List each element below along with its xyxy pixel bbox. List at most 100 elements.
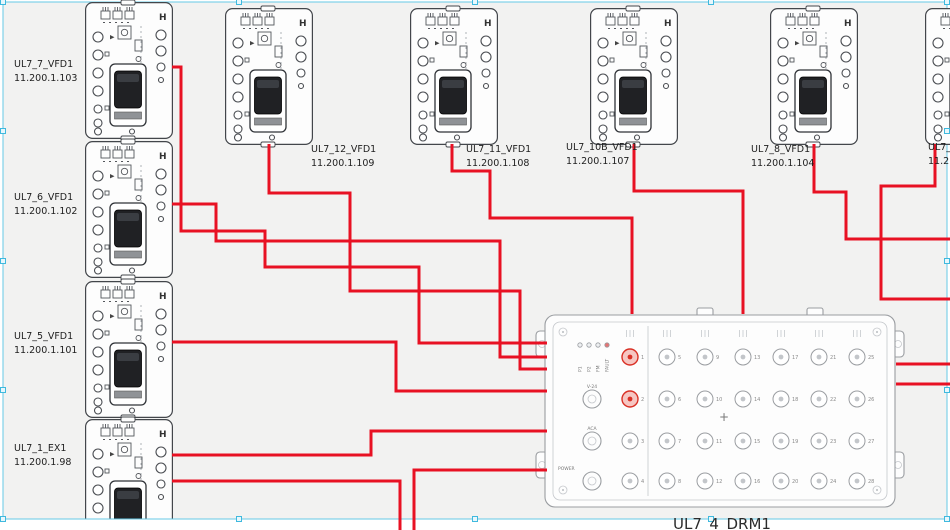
drm-port-16[interactable]: 16 — [734, 472, 760, 490]
selection-handle[interactable] — [0, 0, 6, 5]
drm-port-17[interactable]: 17 — [772, 348, 798, 366]
drm-port-1[interactable]: 1 — [621, 348, 644, 366]
drm-port-23[interactable]: 23 — [810, 432, 836, 450]
connection-ul7_6-to-drm[interactable] — [172, 202, 547, 359]
drm-port-10[interactable]: 10 — [696, 390, 722, 408]
drm-port-25[interactable]: 25 — [848, 348, 874, 366]
device-ip: 11.200.1.101 — [14, 345, 77, 356]
device-name: UL7_8_VFD1 — [751, 144, 810, 155]
connection-ul7_1-to-bottom[interactable] — [172, 479, 402, 530]
drm-label[interactable]: UL7_4_DRM1 — [673, 515, 771, 530]
device-ul7_11_vfd1[interactable] — [409, 5, 499, 148]
drm-port-3[interactable]: 3 — [621, 432, 644, 450]
selection-handle[interactable] — [236, 516, 242, 522]
selection-handle[interactable] — [472, 0, 478, 5]
port-number: 19 — [792, 439, 798, 445]
port-number: 7 — [678, 439, 681, 445]
device-ip: 11.200.1.104 — [751, 158, 814, 169]
selection-handle[interactable] — [944, 387, 950, 393]
led-label: P2 — [587, 366, 593, 372]
port-number: 1 — [641, 355, 644, 361]
drm-port-20[interactable]: 20 — [772, 472, 798, 490]
drm-port-28[interactable]: 28 — [848, 472, 874, 490]
device-ul7_8_vfd1[interactable] — [769, 5, 859, 148]
drm-port-11[interactable]: 11 — [696, 432, 722, 450]
drm-port-9[interactable]: 9 — [696, 348, 719, 366]
port-number: 28 — [868, 479, 874, 485]
connection-ul7_7-to-drm[interactable] — [172, 65, 547, 345]
drm-port-15[interactable]: 15 — [734, 432, 760, 450]
port-number: 4 — [641, 479, 644, 485]
selection-handle[interactable] — [944, 258, 950, 264]
selection-handle[interactable] — [0, 516, 6, 522]
selection-handle[interactable] — [0, 387, 6, 393]
device-ul7_5_vfd1[interactable] — [84, 278, 174, 421]
drm-port-14[interactable]: 14 — [734, 390, 760, 408]
selection-handle[interactable] — [944, 128, 950, 134]
connection-ul7_12-to-drm[interactable] — [267, 144, 547, 371]
selection-handle[interactable] — [472, 516, 478, 522]
device-ip: 11.200.1.98 — [14, 457, 71, 468]
port-number: 17 — [792, 355, 798, 361]
selection-handle[interactable] — [944, 0, 950, 5]
device-ul7_1_ex1[interactable] — [84, 416, 174, 530]
connection-ul7_10b-to-drm[interactable] — [632, 144, 745, 314]
device-ip: 11.200.1.103 — [14, 73, 77, 84]
device-ul7_6_vfd1[interactable] — [84, 138, 174, 281]
selection-handle[interactable] — [236, 0, 242, 5]
connection-ul7_1-to-drm[interactable] — [172, 429, 547, 457]
connection-drm-to-bottom[interactable] — [412, 468, 547, 530]
aca-port[interactable]: ACA — [582, 426, 602, 451]
selection-handle[interactable] — [944, 516, 950, 522]
drm-port-24[interactable]: 24 — [810, 472, 836, 490]
device-ip: 11.200.1.107 — [566, 156, 629, 167]
led-label: FM — [596, 365, 602, 372]
device-ul7_12_vfd1[interactable] — [224, 5, 314, 148]
led-p2 — [586, 342, 592, 348]
device-label-ul7_[interactable]: UL7_11.2 — [928, 142, 950, 167]
drm-port-22[interactable]: 22 — [810, 390, 836, 408]
device-ip: 11.2 — [928, 156, 949, 167]
drm-port-8[interactable]: 8 — [658, 472, 681, 490]
drm-port-27[interactable]: 27 — [848, 432, 874, 450]
drm-port-7[interactable]: 7 — [658, 432, 681, 450]
drm-port-21[interactable]: 21 — [810, 348, 836, 366]
selection-handle[interactable] — [0, 128, 6, 134]
drm-port-2[interactable]: 2 — [621, 390, 644, 408]
drm-port-5[interactable]: 5 — [658, 348, 681, 366]
drm-port-19[interactable]: 19 — [772, 432, 798, 450]
drm-port-12[interactable]: 12 — [696, 472, 722, 490]
selection-handle[interactable] — [0, 258, 6, 264]
drm-port-6[interactable]: 6 — [658, 390, 681, 408]
led-label: P1 — [578, 366, 584, 372]
drm-port-18[interactable]: 18 — [772, 390, 798, 408]
port-number: 22 — [830, 397, 836, 403]
power-label: POWER — [558, 466, 575, 472]
device-label-ul7_8_vfd1[interactable]: UL7_8_VFD1 11.200.1.104 — [751, 144, 814, 169]
connection-ul7_x-to-right[interactable] — [879, 144, 950, 301]
drm-port-26[interactable]: 26 — [848, 390, 874, 408]
device-ul7_7_vfd1[interactable] — [84, 0, 174, 142]
drm-port-13[interactable]: 13 — [734, 348, 760, 366]
connection-ul7_11-to-drm[interactable] — [450, 144, 634, 314]
connection-ul7_5-to-drm[interactable] — [172, 340, 547, 393]
drm-inner-outline — [552, 321, 888, 501]
led-fm — [595, 342, 601, 348]
selection-handle[interactable] — [708, 0, 714, 5]
device-ul7_[interactable] — [924, 5, 950, 148]
selection-handle[interactable] — [708, 516, 714, 522]
power-port[interactable]: POWER — [558, 466, 602, 491]
device-ul7_10b_vfd1[interactable] — [589, 5, 679, 148]
drm-port-4[interactable]: 4 — [621, 472, 644, 490]
v24-port[interactable]: V-24 — [582, 384, 602, 409]
